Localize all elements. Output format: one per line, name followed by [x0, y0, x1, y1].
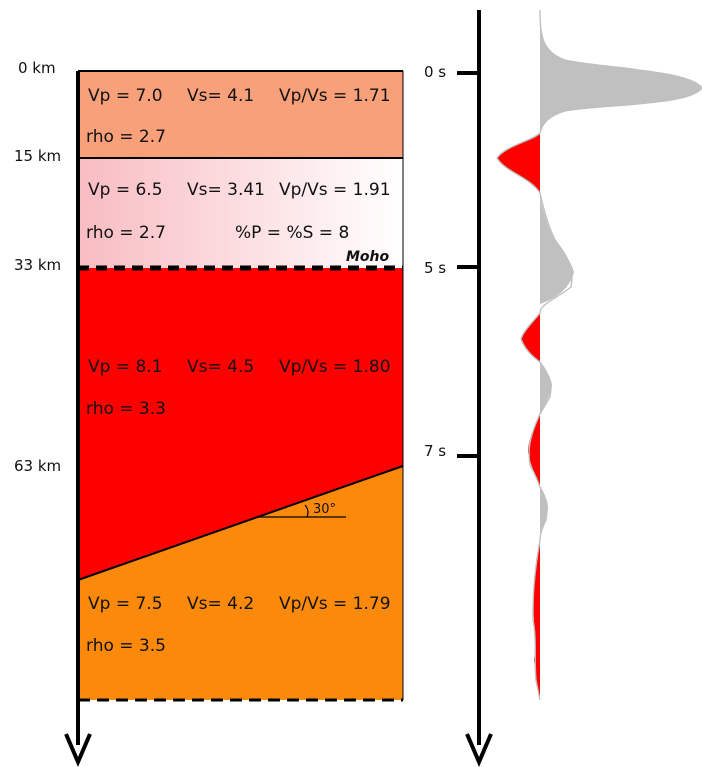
- layer3-vp: Vp = 8.1: [88, 357, 163, 377]
- depth-tick-0km: 0 km: [18, 59, 56, 77]
- trace-centerline: [496, 9, 702, 701]
- time-tick-7s: 7 s: [424, 442, 446, 460]
- layer3-rho: rho = 3.3: [86, 399, 166, 419]
- depth-tick-63km: 63 km: [14, 457, 61, 475]
- layer1-vs: Vs= 4.1: [187, 86, 254, 106]
- layer2-rho: rho = 2.7: [86, 223, 166, 243]
- time-tick-0s: 0 s: [424, 63, 446, 81]
- layer1-vpvs: Vp/Vs = 1.71: [279, 86, 391, 106]
- moho-label: Moho: [346, 249, 390, 265]
- dipping-interface: [77, 465, 404, 581]
- depth-tick-15km: 15 km: [14, 147, 61, 165]
- layer-1-fill: [78, 71, 403, 158]
- waveform-trace: [496, 9, 702, 701]
- layer1-rho: rho = 2.7: [86, 127, 166, 147]
- layer4-vpvs: Vp/Vs = 1.79: [279, 594, 391, 614]
- layer-2-fill: [78, 158, 403, 268]
- layer4-vs: Vs= 4.2: [187, 594, 254, 614]
- dip-angle-arc: [304, 504, 309, 518]
- layer-4-fill: [78, 466, 403, 700]
- layer3-vpvs: Vp/Vs = 1.80: [279, 357, 391, 377]
- time-tick-5s: 5 s: [424, 259, 446, 277]
- layer1-vp: Vp = 7.0: [88, 86, 163, 106]
- dip-angle-label: 30°: [313, 502, 336, 517]
- layer2-vp: Vp = 6.5: [88, 180, 163, 200]
- layer2-vpvs: Vp/Vs = 1.91: [279, 180, 391, 200]
- layer4-vp: Vp = 7.5: [88, 594, 163, 614]
- time-axis-arrowhead: [465, 733, 493, 767]
- trace-positive-lobes: [540, 10, 702, 535]
- depth-axis-arrowhead: [64, 733, 92, 767]
- depth-tick-33km: 33 km: [14, 256, 61, 274]
- layer2-anisotropy: %P = %S = 8: [235, 223, 349, 243]
- layer3-vs: Vs= 4.5: [187, 357, 254, 377]
- layer4-rho: rho = 3.5: [86, 636, 166, 656]
- layer2-vs: Vs= 3.41: [187, 180, 265, 200]
